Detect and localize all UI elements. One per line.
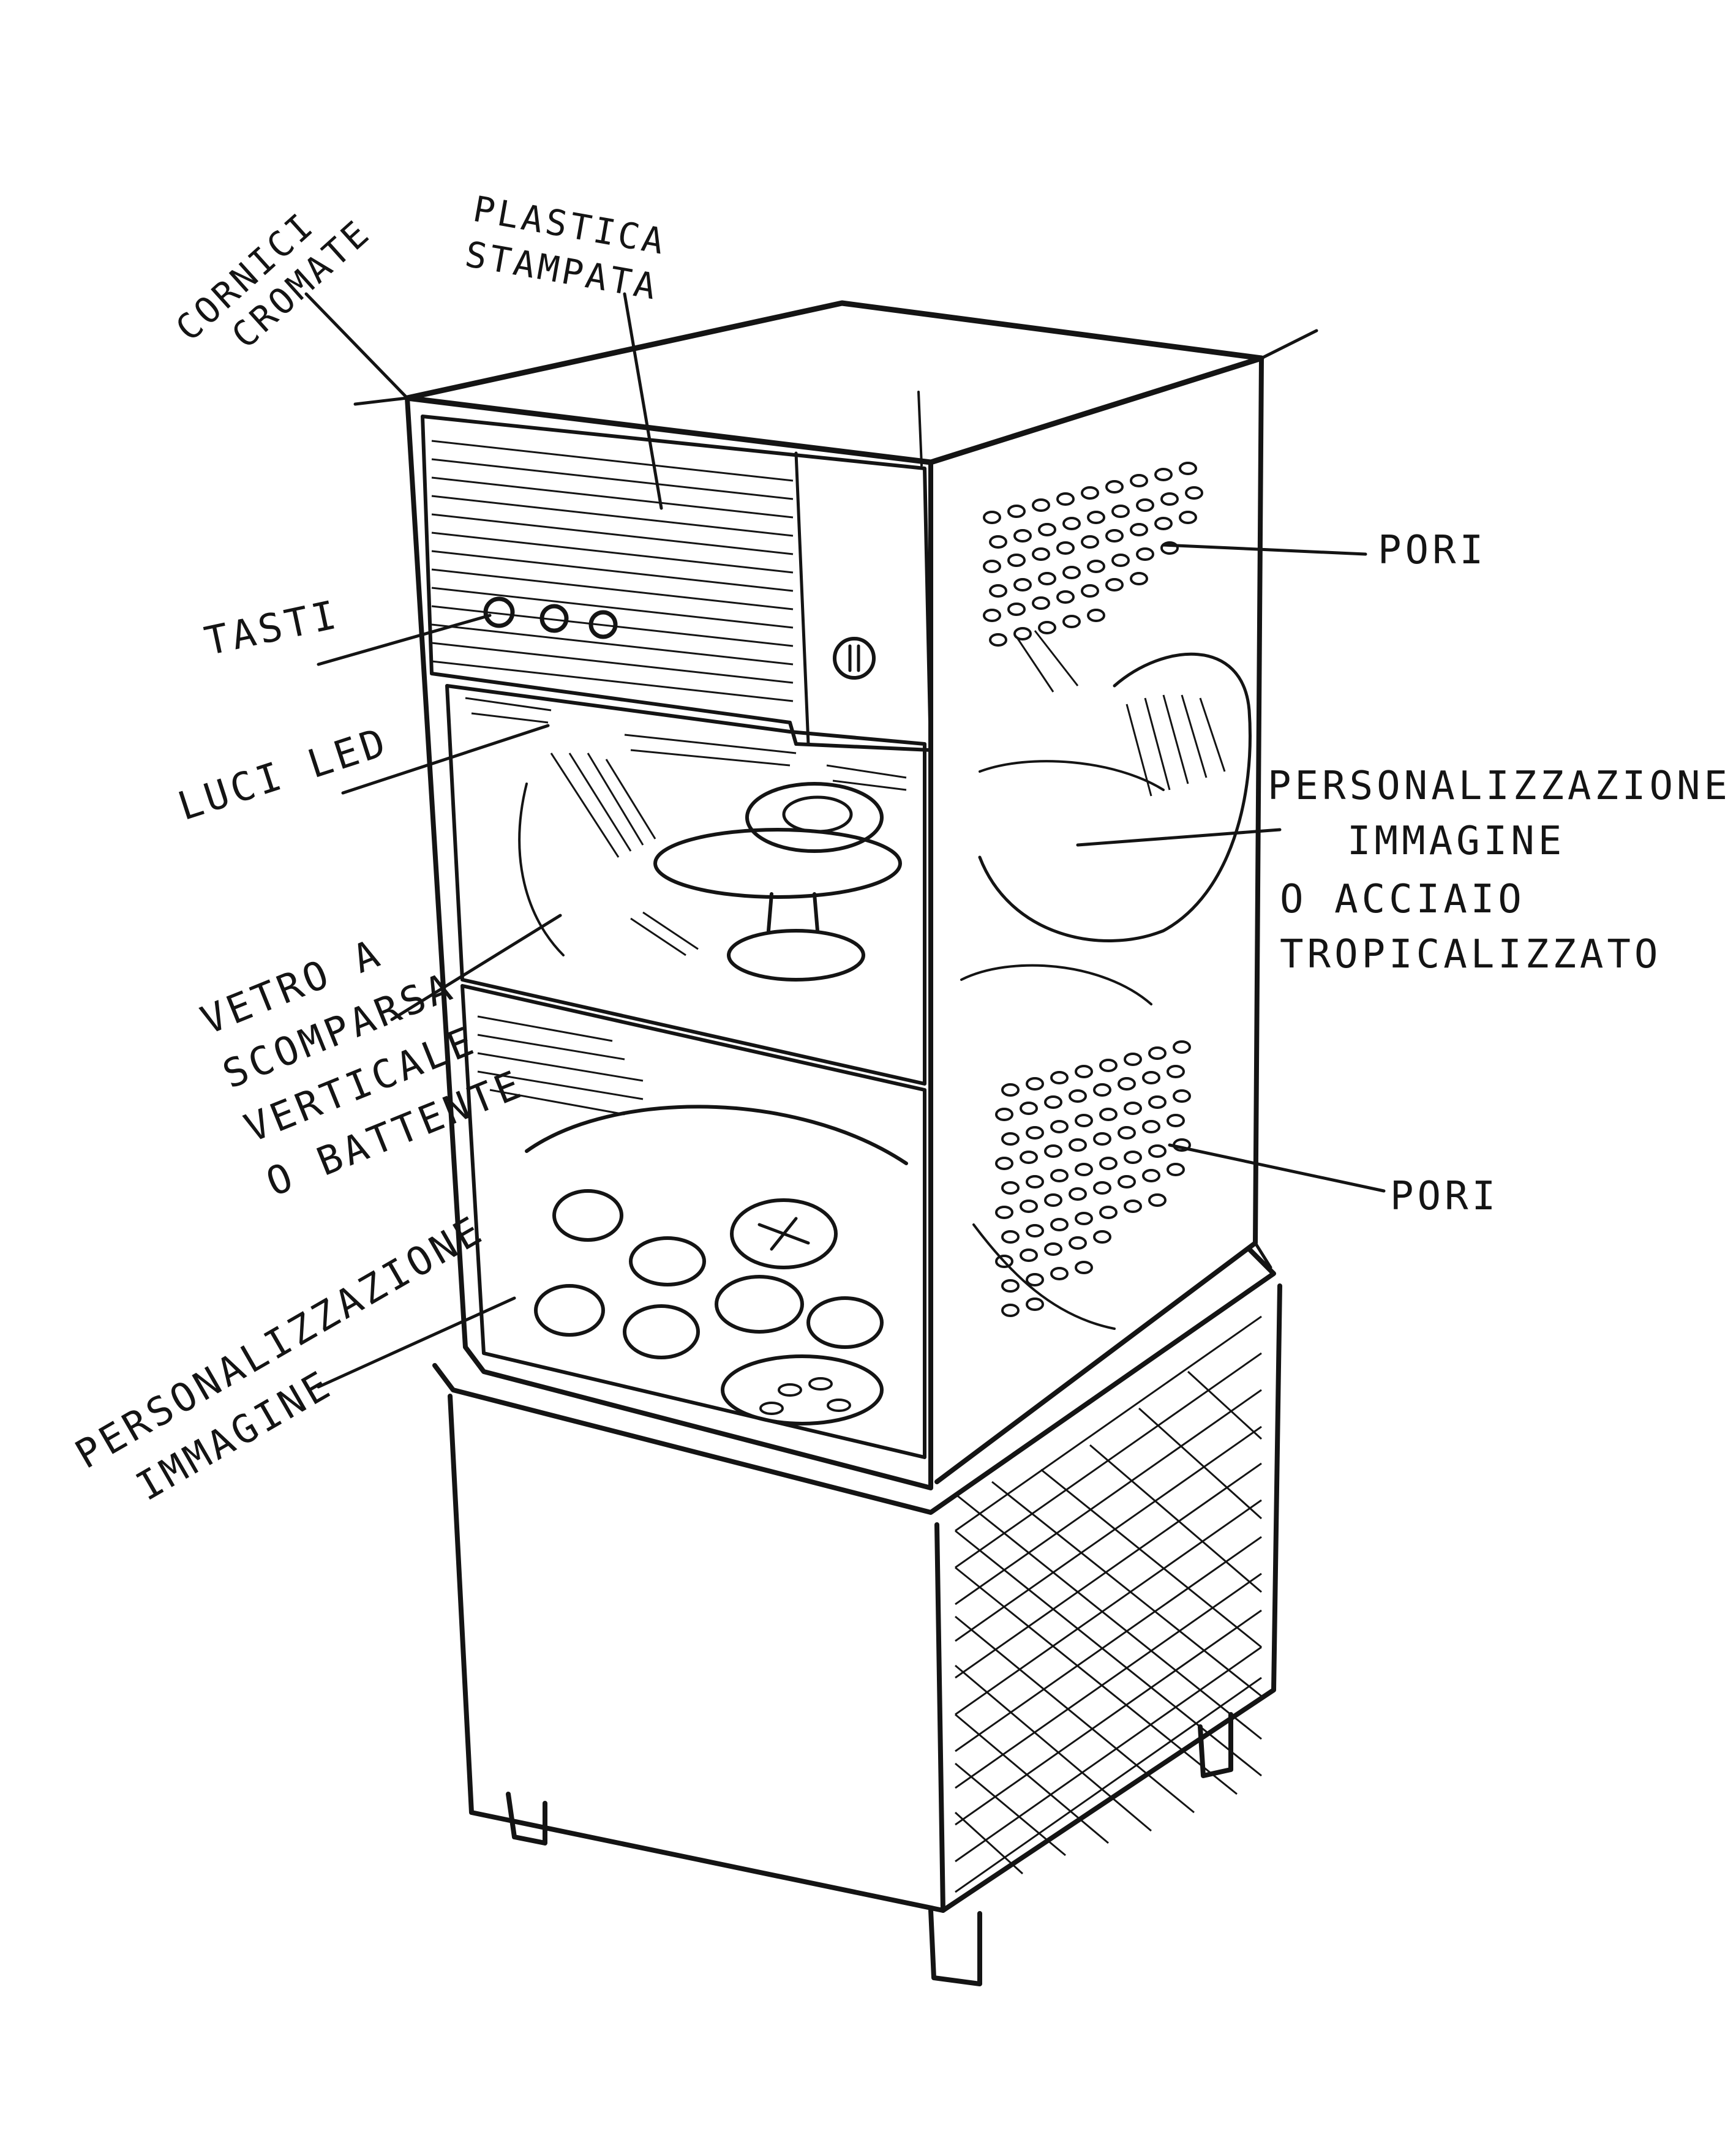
leader-pers-right (1076, 828, 1282, 847)
label-pori-bottom: PORI (1390, 1174, 1499, 1219)
control-panel (421, 415, 933, 752)
side-panel-image (960, 630, 1252, 1330)
button-2 (539, 604, 569, 633)
label-pori-top: PORI (1378, 528, 1487, 573)
leader-cornici (304, 292, 409, 400)
label-tasti: TASTI (201, 592, 344, 665)
label-plastica-stampata: PLASTICA STAMPATA (462, 188, 694, 312)
leader-lines (304, 292, 1386, 1389)
label-cornici-cromate: CORNICI CROMATE (168, 179, 379, 381)
leader-tasti (317, 614, 492, 666)
label-luci-led: LUCI LED (173, 719, 394, 830)
leader-led (341, 724, 550, 795)
button-3 (588, 610, 618, 639)
label-vetro: VETRO A SCOMPARSA VERTICALE O BATTENTE (195, 899, 530, 1206)
leader-vetro (390, 914, 562, 1021)
button-1 (483, 596, 515, 628)
leader-pori-bottom (1168, 1143, 1386, 1193)
vent-holes-top (983, 462, 1203, 647)
base-outline (432, 1247, 1282, 1986)
glass-window-lower (460, 984, 926, 1459)
vent-holes-bottom (995, 1040, 1191, 1317)
label-personalizzazione-right: PERSONALIZZAZIONE IMMAGINE O ACCIAIO TRO… (1268, 764, 1736, 977)
base-crosshatch (954, 1315, 1263, 1893)
lock-icon (833, 637, 876, 680)
leader-pori-top (1162, 543, 1367, 556)
leader-pers-left (317, 1296, 516, 1389)
leader-plastica (623, 292, 663, 510)
glass-window-upper (445, 684, 926, 1086)
